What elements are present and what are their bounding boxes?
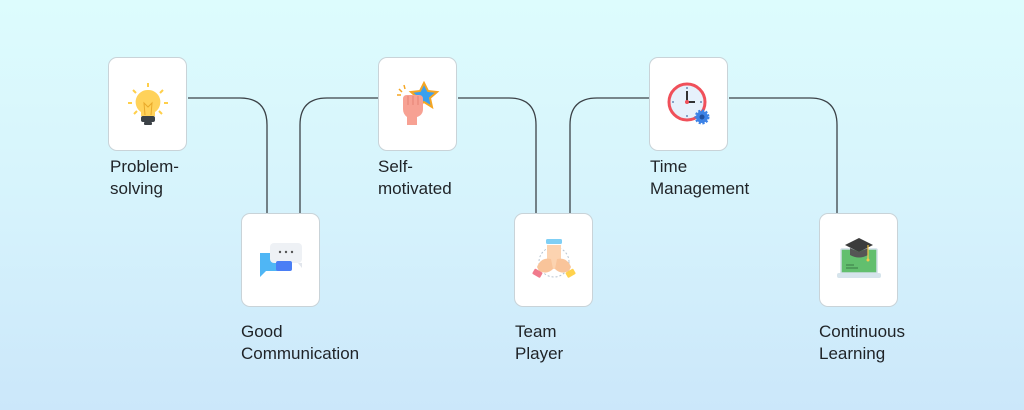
label-line: motivated	[378, 179, 452, 198]
label-line: Time	[650, 157, 688, 176]
lightbulb-icon	[127, 83, 168, 125]
label-line: Problem-	[110, 157, 179, 176]
label-line: Management	[650, 179, 750, 198]
connector-4-5	[569, 97, 649, 213]
card-time-management	[649, 57, 728, 151]
chat-bubbles-icon	[259, 243, 302, 277]
clock-gear-icon	[667, 82, 709, 125]
hands-together-icon	[531, 239, 576, 278]
connector-5-6	[729, 97, 838, 213]
card-team-player	[514, 213, 593, 307]
card-good-communication	[241, 213, 320, 307]
label-line: solving	[110, 179, 163, 198]
label-line: Good	[241, 322, 283, 341]
label-line: Player	[515, 344, 564, 363]
label-line: Team	[515, 322, 557, 341]
connector-1-2	[188, 97, 268, 213]
graduation-laptop-icon	[836, 238, 881, 278]
card-continuous-learning	[819, 213, 898, 307]
label-line: Continuous	[819, 322, 906, 341]
connector-2-3	[299, 97, 378, 213]
label-self-motivated: Self-motivated	[378, 156, 452, 200]
label-line: Communication	[241, 344, 360, 363]
card-problem-solving	[108, 57, 187, 151]
connector-3-4	[458, 97, 537, 213]
fist-star-icon	[396, 81, 439, 125]
label-line: Learning	[819, 344, 886, 363]
card-self-motivated	[378, 57, 457, 151]
label-problem-solving: Problem-solving	[110, 156, 179, 200]
label-line: Self-	[378, 157, 413, 176]
